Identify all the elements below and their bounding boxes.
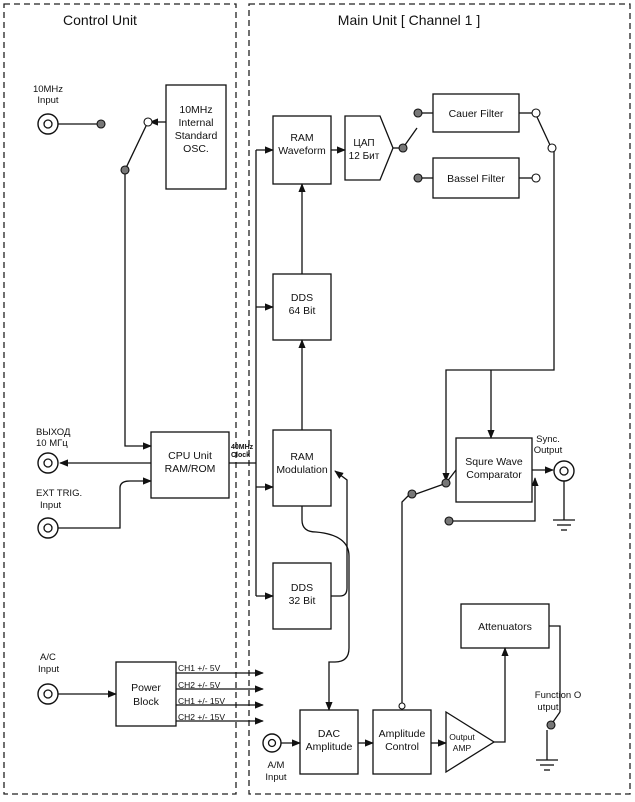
svg-text:Output: Output <box>449 732 475 742</box>
square-wave-comparator-block: Squre Wave Comparator <box>455 437 533 503</box>
dds-64bit-block: DDS 64 Bit <box>272 273 332 341</box>
svg-text:Input: Input <box>40 500 61 511</box>
ram-waveform-block: RAM Waveform <box>272 115 332 185</box>
svg-text:Input: Input <box>265 772 286 783</box>
svg-text:A/C: A/C <box>40 652 56 663</box>
svg-text:CPU Unit: CPU Unit <box>168 450 212 462</box>
attenuators-block: Attenuators <box>460 603 550 649</box>
function-output-label: Function O utput <box>535 690 581 713</box>
svg-text:OSC.: OSC. <box>183 143 209 155</box>
svg-text:RAM: RAM <box>290 451 313 463</box>
control-unit-title: Control Unit <box>63 12 137 28</box>
svg-text:CH1 +/- 15V: CH1 +/- 15V <box>178 696 225 706</box>
svg-text:Power: Power <box>131 682 161 694</box>
svg-text:RAM/ROM: RAM/ROM <box>165 463 216 475</box>
svg-text:CH1 +/- 5V: CH1 +/- 5V <box>178 663 221 673</box>
svg-text:Input: Input <box>37 95 58 106</box>
svg-text:10 МГц: 10 МГц <box>36 438 68 449</box>
bessel-filter-block: Bassel Filter <box>432 157 520 199</box>
svg-text:Control: Control <box>385 741 419 753</box>
svg-text:A/M: A/M <box>268 760 285 771</box>
ram-modulation-block: RAM Modulation <box>272 429 332 507</box>
svg-text:Block: Block <box>133 696 159 708</box>
svg-text:utput: utput <box>537 702 558 713</box>
ext-trig-jack <box>37 517 59 539</box>
output-amp-block: Output AMP <box>445 710 496 774</box>
svg-text:Squre Wave: Squre Wave <box>465 456 523 468</box>
svg-text:RAM: RAM <box>290 132 313 144</box>
svg-text:AMP: AMP <box>453 743 472 753</box>
svg-text:32 Bit: 32 Bit <box>289 595 316 607</box>
cauer-filter-block: Cauer Filter <box>432 93 520 133</box>
svg-text:Modulation: Modulation <box>276 464 328 476</box>
ac-input-label: A/C Input <box>38 652 59 675</box>
svg-text:Amplitude: Amplitude <box>379 728 426 740</box>
am-input-label: A/M Input <box>265 760 286 783</box>
contact-points <box>96 108 557 730</box>
svg-text:Output: Output <box>534 445 563 456</box>
osc-block: 10MHz Internal Standard OSC. <box>165 84 227 190</box>
svg-text:40MHz: 40MHz <box>231 444 254 451</box>
svg-text:Waveform: Waveform <box>278 145 326 157</box>
svg-text:Cauer Filter: Cauer Filter <box>449 108 504 120</box>
svg-text:Amplitude: Amplitude <box>306 741 353 753</box>
amplitude-control-block: Amplitude Control <box>372 709 432 775</box>
svg-text:Sync.: Sync. <box>536 434 560 445</box>
am-input-jack <box>262 733 282 753</box>
ac-input-jack <box>37 683 59 705</box>
svg-text:Internal: Internal <box>178 117 213 129</box>
svg-text:Bassel Filter: Bassel Filter <box>447 173 505 185</box>
main-unit-title: Main Unit [ Channel 1 ] <box>338 12 480 28</box>
input-10mhz-jack <box>37 113 59 135</box>
dds-32bit-block: DDS 32 Bit <box>272 562 332 630</box>
svg-text:CH2 +/- 5V: CH2 +/- 5V <box>178 680 221 690</box>
svg-text:10MHz: 10MHz <box>179 104 212 116</box>
svg-text:Standard: Standard <box>175 130 218 142</box>
ext-trig-label: EXT TRIG. Input <box>36 488 82 511</box>
svg-text:ВЫХОД: ВЫХОД <box>36 427 71 438</box>
svg-text:DAC: DAC <box>318 728 341 740</box>
input-10mhz-label: 10MHz Input <box>33 84 63 106</box>
output-10mhz-jack <box>37 452 59 474</box>
svg-text:Attenuators: Attenuators <box>478 621 532 633</box>
svg-text:EXT TRIG.: EXT TRIG. <box>36 488 82 499</box>
power-rail-labels: CH1 +/- 5V CH2 +/- 5V CH1 +/- 15V CH2 +/… <box>178 663 225 722</box>
control-unit-panel <box>3 3 237 795</box>
svg-text:64 Bit: 64 Bit <box>289 305 316 317</box>
svg-text:Clock: Clock <box>231 452 250 459</box>
dac-12bit-block: ЦАП 12 Бит <box>344 115 394 181</box>
svg-text:Input: Input <box>38 664 59 675</box>
svg-text:ЦАП: ЦАП <box>353 138 374 149</box>
svg-text:Comparator: Comparator <box>466 469 522 481</box>
main-unit-panel <box>248 3 631 795</box>
svg-text:DDS: DDS <box>291 292 313 304</box>
connection-wires <box>58 112 575 771</box>
svg-text:12 Бит: 12 Бит <box>349 151 380 162</box>
svg-text:10MHz: 10MHz <box>33 84 63 95</box>
svg-text:DDS: DDS <box>291 582 313 594</box>
svg-text:Function O: Function O <box>535 690 581 701</box>
dac-amplitude-block: DAC Amplitude <box>299 709 359 775</box>
cpu-block: CPU Unit RAM/ROM <box>150 431 230 499</box>
clock-label: 40MHz Clock <box>231 444 254 459</box>
svg-text:CH2 +/- 15V: CH2 +/- 15V <box>178 712 225 722</box>
sync-output-jack <box>553 460 575 482</box>
sync-output-label: Sync. Output <box>534 434 563 456</box>
power-block: Power Block <box>115 661 177 727</box>
output-10mhz-label: ВЫХОД 10 МГц <box>36 427 71 449</box>
